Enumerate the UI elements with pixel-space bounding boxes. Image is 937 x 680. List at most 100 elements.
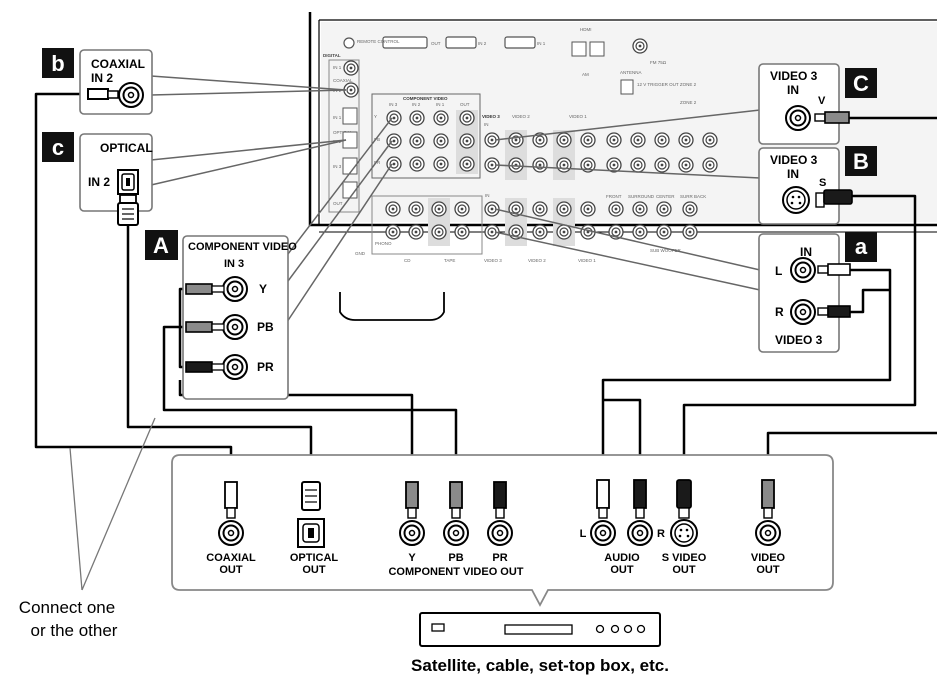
cd-label: CD <box>404 258 411 263</box>
pb-out-label: PB <box>448 552 463 564</box>
video3-video-callout-box: VIDEO 3 IN V <box>758 63 850 145</box>
lower-video3-label: VIDEO 3 <box>484 258 502 263</box>
comp-in3-label: IN 3 <box>389 102 398 107</box>
lower-video1-label: VIDEO 1 <box>578 258 596 263</box>
component-pb-jack <box>222 314 248 340</box>
coaxial-plug <box>87 88 109 100</box>
digital-input-column <box>328 59 360 213</box>
component-y-plug <box>185 283 213 295</box>
comp-in3-jacks <box>386 110 402 172</box>
phono-label: PHONO <box>375 241 392 246</box>
video-out-label: VIDEO <box>751 552 786 564</box>
remote-control-label: REMOTE CONTROL <box>357 39 400 44</box>
badge-b <box>42 48 74 78</box>
comp-pb-label: PB <box>374 137 380 142</box>
component-y-out-jack <box>399 520 425 546</box>
opt-in1-label: IN 1 <box>333 115 342 120</box>
svideo-out-jack <box>670 519 698 547</box>
zone2-label: ZONE 2 <box>680 100 697 105</box>
leader-lines <box>150 75 761 356</box>
audio-l-out-label: L <box>580 528 587 540</box>
hdmi-in2-port <box>445 36 477 49</box>
video-plug <box>814 113 826 122</box>
hdmi-in2-label: IN 2 <box>478 41 487 46</box>
fm-label: FM 75Ω <box>650 60 667 65</box>
audio-l-jack-zoom <box>790 257 816 283</box>
video3-svideo-callout-box: VIDEO 3 IN S <box>758 147 853 225</box>
optical-out-label: OPTICAL <box>290 552 339 564</box>
component-pr-jack <box>222 354 248 380</box>
analog-audio-jacks <box>385 198 698 246</box>
subwoofer-label: SUB WOOFER <box>650 248 682 253</box>
optical-out-port <box>297 518 325 548</box>
audio-r-jack-zoom <box>790 299 816 325</box>
badge-A <box>145 230 178 260</box>
device-caption: Satellite, cable, set-top box, etc. <box>411 656 669 675</box>
set-top-box-device <box>419 612 661 647</box>
comp-y-label: Y <box>374 114 377 119</box>
video3-v-jack-zoom <box>785 105 811 131</box>
badge-c <box>42 132 74 162</box>
video3-video-box-title: VIDEO 3 <box>770 69 818 83</box>
video3-s-jack-zoom <box>782 186 810 214</box>
badge-a-text: a <box>855 234 868 259</box>
video3-svideo-box-input: IN <box>787 167 799 181</box>
audio-l-plug <box>817 265 829 274</box>
hdmi-label: HDMI <box>580 27 592 32</box>
audio-out-label-2: OUT <box>610 564 634 576</box>
badge-b-text: b <box>51 51 64 76</box>
component-y-jack <box>222 276 248 302</box>
coax-in1-jack <box>343 60 359 76</box>
pr-out-label: PR <box>492 552 507 564</box>
y-out-label: Y <box>408 552 416 564</box>
badge-B-text: B <box>853 149 869 174</box>
badge-c-text: c <box>52 135 64 160</box>
component-pb-label: PB <box>257 320 274 334</box>
antenna-label: ANTENNA <box>620 70 642 75</box>
audio-box-in-label: IN <box>800 245 812 259</box>
coaxial-section-label: COAXIAL <box>333 78 353 83</box>
video3-video-box-input: IN <box>787 83 799 97</box>
digital-label: DIGITAL <box>323 53 341 58</box>
badge-A-text: A <box>153 233 169 258</box>
audio-box-video3-label: VIDEO 3 <box>775 333 823 347</box>
am-terminal <box>571 41 587 57</box>
am-terminal <box>589 41 605 57</box>
audio-box-r-label: R <box>775 305 784 319</box>
coaxial-callout-box: COAXIAL IN 2 <box>79 49 153 115</box>
component-video-panel-label: COMPONENT VIDEO <box>403 96 448 101</box>
component-pr-plug <box>185 361 213 373</box>
coaxial-in2-jack <box>118 82 144 108</box>
surround-label: SURROUND <box>628 194 655 199</box>
panel-video3-label: VIDEO 3 <box>482 114 500 119</box>
panel-video2-label: VIDEO 2 <box>512 114 530 119</box>
hdmi-out-label: OUT <box>431 41 441 46</box>
connect-one-note-2: or the other <box>31 621 118 640</box>
optical-in2-port-zoom <box>117 169 139 195</box>
svideo-out-label: S VIDEO <box>662 552 707 564</box>
audio-r-plug <box>817 307 829 316</box>
video3-s-label: S <box>819 177 826 189</box>
svideo-out-label-2: OUT <box>672 564 696 576</box>
opt-out-label: OUT <box>333 201 343 206</box>
trigger-jack <box>620 79 634 95</box>
comp-other-jacks <box>409 110 478 174</box>
hdmi-in1-port <box>504 36 536 49</box>
component-box-title: COMPONENT VIDEO <box>188 241 297 253</box>
audio-out-label: AUDIO <box>604 552 640 564</box>
source-output-jacks <box>218 518 781 548</box>
am-label: AM <box>582 72 589 77</box>
video3-v-label: V <box>818 95 826 107</box>
video3-svideo-box-title: VIDEO 3 <box>770 153 818 167</box>
coaxial-box-input: IN 2 <box>91 71 113 85</box>
coaxial-out-label: COAXIAL <box>206 552 256 564</box>
component-callout-box: COMPONENT VIDEO IN 3 Y PB PR <box>182 235 297 400</box>
trigger-label: 12 V TRIGGER OUT ZONE 2 <box>637 82 697 87</box>
audio-box-l-label: L <box>775 264 782 278</box>
optical-out-label-2: OUT <box>302 564 326 576</box>
gnd-label: GND <box>355 251 366 256</box>
optical-box-input: IN 2 <box>88 175 110 189</box>
panel-video1-label: VIDEO 1 <box>569 114 587 119</box>
connect-one-note: Connect one <box>19 598 115 617</box>
